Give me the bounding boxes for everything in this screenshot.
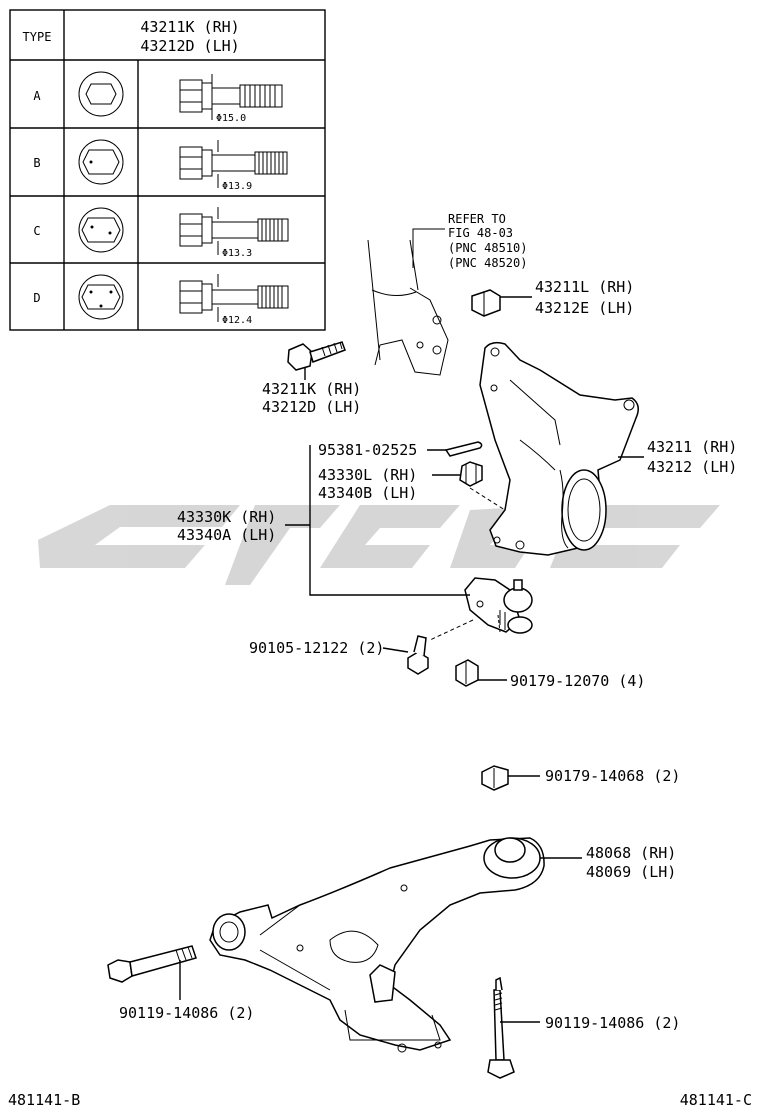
arm-rh-label: 48068 (RH) bbox=[586, 844, 676, 862]
footer-left-ref: 481141-B bbox=[8, 1091, 80, 1109]
nut-rh-label: 43211L (RH) bbox=[535, 278, 634, 296]
row-a-diameter: Φ15.0 bbox=[216, 113, 246, 124]
knuckle-lh-label: 43212 (LH) bbox=[647, 458, 737, 476]
cotter-pin-icon bbox=[444, 441, 483, 457]
bolt-rh-label: 43211K (RH) bbox=[262, 380, 361, 398]
row-a-type: A bbox=[33, 89, 41, 103]
watermark-logo bbox=[38, 505, 720, 585]
refer-line-1: REFER TO bbox=[448, 212, 506, 226]
strut-outline bbox=[367, 239, 449, 376]
table-header-part-lh: 43212D (LH) bbox=[140, 37, 239, 55]
bolt-head-view-c bbox=[78, 207, 124, 253]
footer-right-ref: 481141-C bbox=[680, 1091, 752, 1109]
row-d-diameter: Φ12.4 bbox=[222, 315, 252, 326]
bolt-side-view-d bbox=[179, 274, 289, 322]
bolt-side-view-b bbox=[179, 140, 288, 188]
ball-joint-bracket bbox=[309, 445, 470, 596]
castle-nut-rh-label: 43330L (RH) bbox=[318, 466, 417, 484]
row-b-type: B bbox=[33, 156, 40, 170]
table-header-type: TYPE bbox=[23, 30, 52, 44]
steering-knuckle-icon bbox=[479, 341, 639, 556]
cotter-pin-label: 95381-02525 bbox=[318, 441, 417, 459]
knuckle-rh-label: 43211 (RH) bbox=[647, 438, 737, 456]
bolt-head-view-d bbox=[78, 274, 124, 320]
bolt-right-label: 90119-14086 (2) bbox=[545, 1014, 680, 1032]
ball-joint-rh-label: 43330K (RH) bbox=[177, 508, 276, 526]
lower-control-arm-icon bbox=[209, 837, 545, 1053]
arm-lh-label: 48069 (LH) bbox=[586, 863, 676, 881]
knuckle-nut-icon bbox=[471, 289, 501, 317]
bolt-head-view-b bbox=[78, 139, 124, 185]
refer-line-3: (PNC 48510) bbox=[448, 241, 527, 255]
ball-joint-bolt-icon bbox=[407, 635, 429, 675]
row-d-type: D bbox=[33, 291, 40, 305]
refer-line-4: (PNC 48520) bbox=[448, 256, 527, 270]
arm-bolt-left-icon bbox=[107, 945, 197, 983]
bolt-side-view-a bbox=[179, 74, 283, 120]
row-c-diameter: Φ13.3 bbox=[222, 248, 252, 259]
bolt-90105-label: 90105-12122 (2) bbox=[249, 639, 384, 657]
nut-lh-label: 43212E (LH) bbox=[535, 299, 634, 317]
ball-joint-icon bbox=[464, 577, 533, 634]
arm-nut-icon bbox=[481, 765, 509, 791]
refer-leader bbox=[412, 228, 445, 268]
ball-joint-nut-icon bbox=[455, 659, 479, 687]
bolt-type-table: TYPE 43211K (RH) 43212D (LH) A B C D bbox=[9, 9, 326, 331]
nut-90179-14068-label: 90179-14068 (2) bbox=[545, 767, 680, 785]
bolt-left-label: 90119-14086 (2) bbox=[119, 1004, 254, 1022]
row-b-diameter: Φ13.9 bbox=[222, 181, 252, 192]
knuckle-bolt-icon bbox=[287, 341, 346, 371]
row-c-type: C bbox=[33, 224, 40, 238]
bolt-lh-label: 43212D (LH) bbox=[262, 398, 361, 416]
castle-nut-lh-label: 43340B (LH) bbox=[318, 484, 417, 502]
ball-joint-lh-label: 43340A (LH) bbox=[177, 526, 276, 544]
nut-90179-12070-label: 90179-12070 (4) bbox=[510, 672, 645, 690]
bolt-head-view-a bbox=[78, 71, 124, 117]
refer-line-2: FIG 48-03 bbox=[448, 226, 513, 240]
castle-nut-icon bbox=[459, 461, 483, 487]
arm-bolt-right-icon bbox=[487, 976, 515, 1079]
bolt-side-view-c bbox=[179, 207, 289, 255]
table-header-part-rh: 43211K (RH) bbox=[140, 18, 239, 36]
